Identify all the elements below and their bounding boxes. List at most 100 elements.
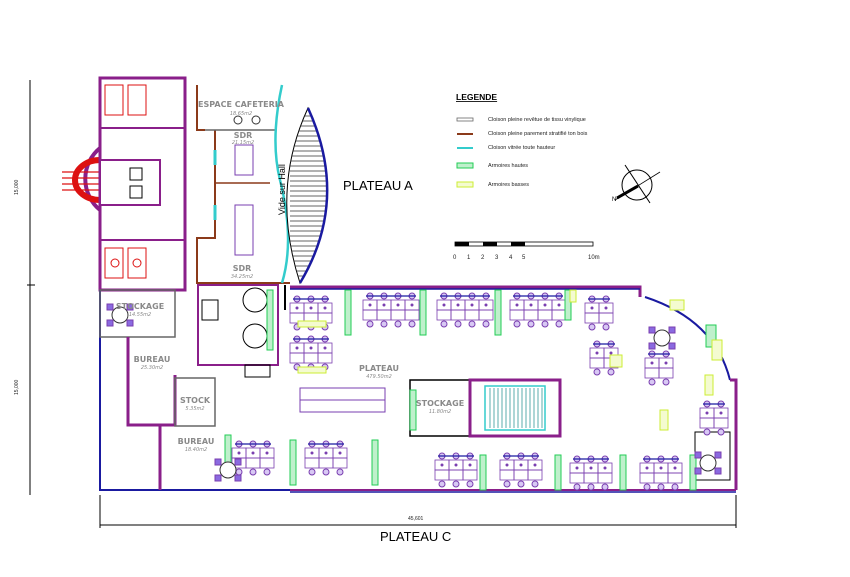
chair [214,458,222,466]
desk-cluster [509,292,567,328]
high-cabinet [289,439,297,486]
room-area-bureau-bottom: 18.40m2 [185,447,207,453]
legend-label-low-cabinet: Armoires basses [488,182,529,188]
room-name-stockage-left: STOCKAGE [116,302,164,311]
desk [653,472,669,484]
chair [394,320,402,328]
scale-tick: 4 [509,255,513,261]
desk-marker [470,303,474,307]
chair [454,320,462,328]
chair [234,474,242,482]
desk [658,367,674,379]
chair [126,303,134,311]
desk-marker [659,466,663,470]
chair [106,319,114,327]
wc-block [197,284,279,378]
chair [668,342,676,350]
desk-cluster [569,455,613,491]
desk-cluster [584,295,614,331]
desk [644,367,660,379]
desk [376,309,392,321]
room-name-stockage-center: STOCKAGE [416,399,464,408]
desk-marker [595,351,599,355]
legend-label-glass: Cloison vitrée toute hauteur [488,145,555,151]
chair [452,480,460,488]
lower-left-rooms [99,285,290,491]
desk-marker [604,306,608,310]
desk-marker [295,346,299,350]
desk [667,472,683,484]
chair [322,468,330,476]
svg-text:N: N [612,197,616,203]
chair [703,428,711,436]
legend: LEGENDE Cloison pleine revêtue de tissu … [456,92,588,188]
desk [462,469,478,481]
legend-swatch-glass [457,147,473,149]
legend-label-wood: Cloison pleine parement stratifié ton bo… [488,131,588,137]
plateau-a-label: PLATEAU A [343,178,413,193]
legend-label-vinyl: Cloison pleine revêtue de tissu vinyliqu… [488,117,586,123]
chair [555,320,563,328]
chair [601,483,609,491]
plateau-outline [290,285,738,493]
low-cabinet [297,366,327,374]
desk [303,352,319,364]
scale-tick: 3 [495,255,499,261]
low-cabinet [609,354,623,368]
chair [587,483,595,491]
desk [551,309,567,321]
vide-sur-hall-label: Vide sur Hall [277,164,287,215]
desk-cluster [639,455,683,491]
desk-cluster [289,295,333,331]
desk [513,469,529,481]
desk-cluster [362,292,420,328]
chair [717,428,725,436]
desk-marker [533,463,537,467]
desk [598,312,614,324]
desk-marker [410,303,414,307]
room-area-stock: 5.35m2 [185,406,204,412]
desk-cluster [589,340,619,376]
desk-cluster [304,440,348,476]
plateau-c-label: PLATEAU C [380,529,451,544]
chair [440,320,448,328]
desk [304,457,320,469]
desk [318,457,334,469]
desk-marker [484,303,488,307]
desk-cluster [644,350,674,386]
desk-marker [368,303,372,307]
desk [569,472,585,484]
chair [503,480,511,488]
desk-marker [265,451,269,455]
room-area-sdr-top: 21.15m2 [232,140,254,146]
desk-marker [505,463,509,467]
chair [648,342,656,350]
high-cabinet [266,289,274,351]
high-cabinet [409,389,417,431]
chair [694,467,702,475]
chair [657,483,665,491]
legend-swatch-wood [457,133,473,135]
chair [235,468,243,476]
chair [668,326,676,334]
chair [714,451,722,459]
room-name-bureau-bottom: BUREAU [178,437,215,446]
desk [584,312,600,324]
north-arrow-icon: N [612,164,661,204]
dimension-lines [27,80,737,528]
chair [671,483,679,491]
high-cabinet [705,324,717,348]
room-area-bureau-top: 25.30m2 [141,365,163,371]
chair [438,480,446,488]
desk [527,469,543,481]
staircase-left [62,146,102,212]
high-cabinet [619,454,627,491]
desk [448,469,464,481]
desk-marker [705,411,709,415]
chair [380,320,388,328]
chair [308,468,316,476]
desk [259,457,275,469]
chair [648,378,656,386]
desk-marker [382,303,386,307]
desk [436,309,452,321]
